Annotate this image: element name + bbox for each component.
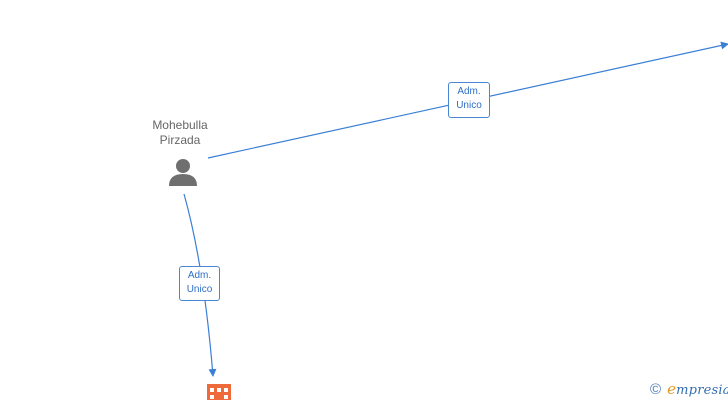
- brand-logo: empresia: [667, 380, 728, 398]
- brand-watermark: © empresia: [650, 378, 728, 400]
- edge-label-line2: Unico: [186, 284, 213, 295]
- building-icon[interactable]: [207, 384, 231, 400]
- brand-logo-first-letter: e: [667, 380, 677, 398]
- person-icon[interactable]: [169, 159, 197, 186]
- brand-logo-rest: mpresia: [676, 383, 728, 398]
- edge-label-line1: Adm.: [187, 270, 212, 281]
- edge-label-line1: Adm.: [457, 86, 481, 97]
- edge-label-role[interactable]: Adm. Unico: [448, 82, 490, 118]
- edge-label-line2: Unico: [456, 100, 482, 111]
- person-name-line2: Pirzada: [159, 133, 201, 147]
- person-name[interactable]: Mohebulla Pirzada: [140, 118, 220, 148]
- person-name-line1: Mohebulla: [152, 118, 208, 132]
- edge-label-role[interactable]: Adm. Unico: [179, 266, 220, 301]
- copyright-icon: ©: [650, 380, 662, 398]
